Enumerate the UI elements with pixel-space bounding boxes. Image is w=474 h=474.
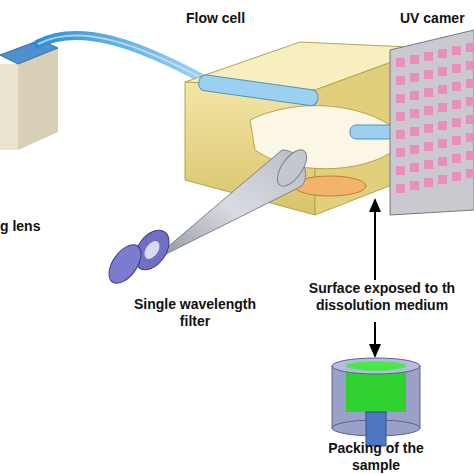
focusing-lens bbox=[103, 239, 148, 289]
part-label: Single wavelength filter bbox=[120, 296, 270, 330]
part-label: Flow cell bbox=[186, 10, 286, 27]
lamp-front bbox=[0, 64, 18, 150]
light-guide bbox=[38, 35, 205, 80]
filter-hole bbox=[141, 238, 162, 261]
part-label: UV camer bbox=[400, 10, 474, 27]
part-label: g lens bbox=[0, 218, 70, 235]
light-guide-shine bbox=[38, 35, 205, 80]
sample-top bbox=[346, 361, 406, 371]
leader-arrows bbox=[369, 198, 381, 358]
arrow-head bbox=[369, 344, 381, 358]
lamp-side bbox=[18, 48, 58, 150]
uv-camera bbox=[390, 30, 474, 215]
inlet-tube bbox=[198, 74, 319, 107]
sensor-grid bbox=[396, 43, 474, 193]
sample-powder bbox=[346, 370, 406, 412]
sample-holder bbox=[332, 358, 420, 446]
camera-body bbox=[390, 30, 474, 215]
leader-line bbox=[374, 208, 376, 282]
part-label: Packing of the sample bbox=[318, 440, 434, 474]
light-source bbox=[0, 40, 58, 150]
arrow-head bbox=[369, 198, 381, 212]
holder-rim bbox=[332, 358, 420, 374]
part-label: Surface exposed to th dissolution medium bbox=[290, 280, 474, 314]
filter-rim bbox=[272, 145, 312, 191]
